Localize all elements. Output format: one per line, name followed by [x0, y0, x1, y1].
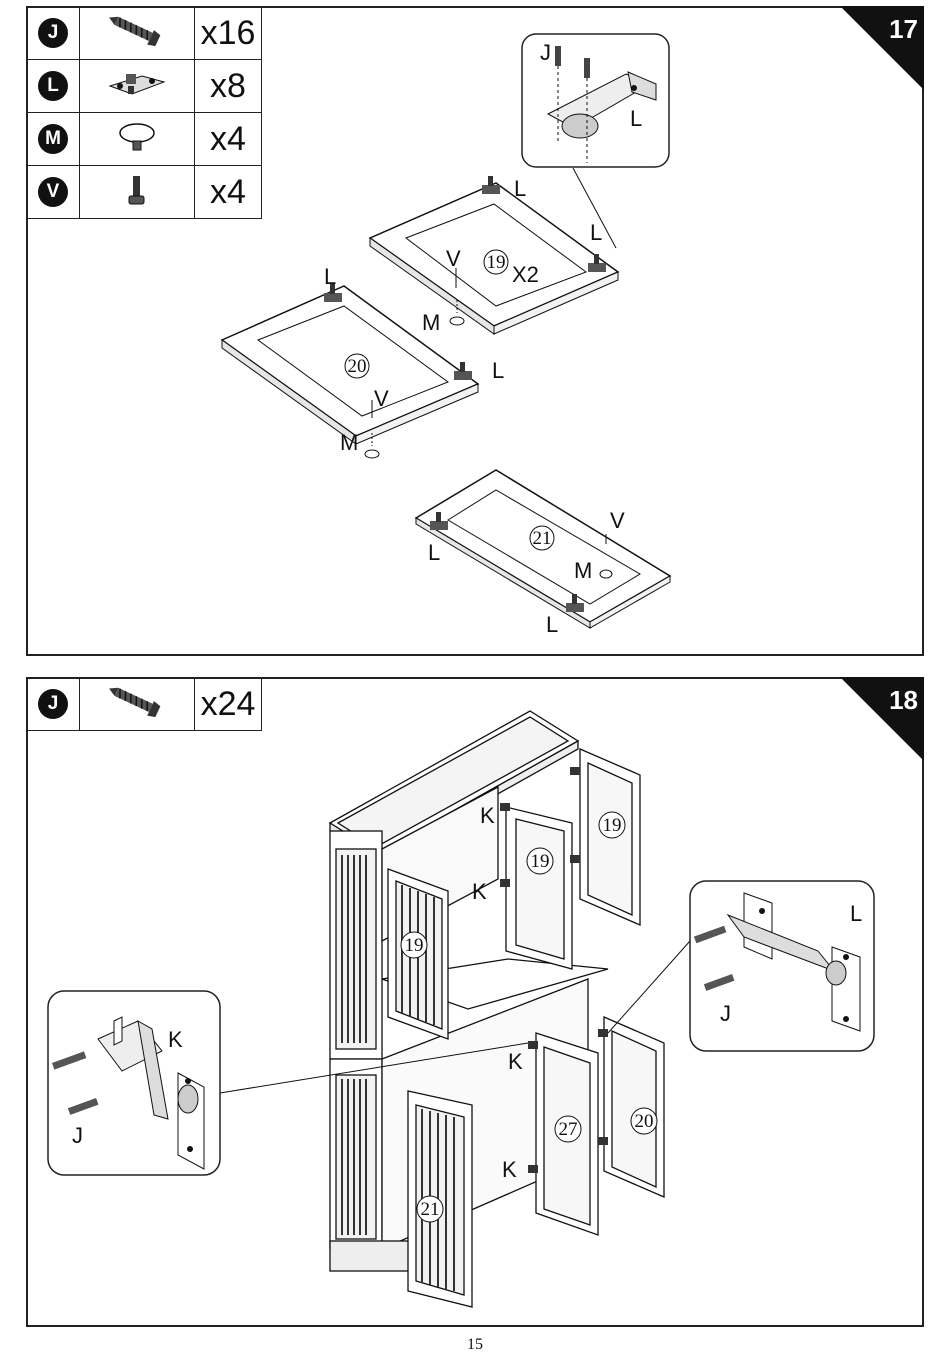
- callout-label: L: [850, 901, 862, 926]
- callout-label: K: [168, 1027, 183, 1052]
- callout-label: K: [480, 803, 495, 828]
- part-number-label: 20: [635, 1111, 654, 1132]
- part-number-label: 19: [603, 815, 622, 836]
- part-number-label: 19: [405, 935, 424, 956]
- callout-label: V: [446, 246, 461, 271]
- part-number-label: 27: [559, 1119, 578, 1140]
- part-number-label: 20: [348, 356, 367, 377]
- part-number-label: 19: [487, 252, 506, 273]
- callout-label: V: [374, 386, 389, 411]
- callout-label: J: [720, 1001, 731, 1026]
- callout-label: L: [324, 264, 336, 289]
- callout-label: K: [472, 879, 487, 904]
- callout-label: L: [546, 612, 558, 637]
- callout-label: K: [508, 1049, 523, 1074]
- callout-label: L: [428, 540, 440, 565]
- callout-label: L: [514, 176, 526, 201]
- page-number: 15: [0, 1336, 950, 1354]
- callout-label: M: [340, 430, 358, 455]
- door-21: 21 V M L L: [416, 470, 670, 637]
- hinge-k-detail: K J: [48, 991, 220, 1175]
- part-number-label: 21: [421, 1199, 440, 1220]
- door-19: 19 X2 L L V M: [370, 176, 618, 335]
- callout-label: V: [610, 508, 625, 533]
- step-18-panel: J x24 18: [26, 677, 924, 1327]
- callout-label: J: [72, 1123, 83, 1148]
- hinge-detail-callout: J L: [522, 34, 669, 167]
- part-number-label: 21: [533, 528, 552, 549]
- callout-label: J: [540, 40, 551, 65]
- callout-label: L: [630, 106, 642, 131]
- step-18-illustration: 19 19 19 21 27 20 K K K K K J: [28, 679, 926, 1329]
- callout-label: K: [502, 1157, 517, 1182]
- cabinet-assembly: [330, 711, 664, 1307]
- part-number-label: 19: [531, 851, 550, 872]
- callout-label: L: [492, 358, 504, 383]
- callout-label: L: [590, 220, 602, 245]
- hinge-l-detail: L J: [690, 881, 874, 1051]
- callout-label: M: [574, 558, 592, 583]
- quantity-label: X2: [512, 262, 539, 287]
- callout-label: M: [422, 310, 440, 335]
- step-17-panel: J x16 L x8 M x4 V x4 17: [26, 6, 924, 656]
- step-17-illustration: J L 19 X2 L L V M: [28, 8, 926, 658]
